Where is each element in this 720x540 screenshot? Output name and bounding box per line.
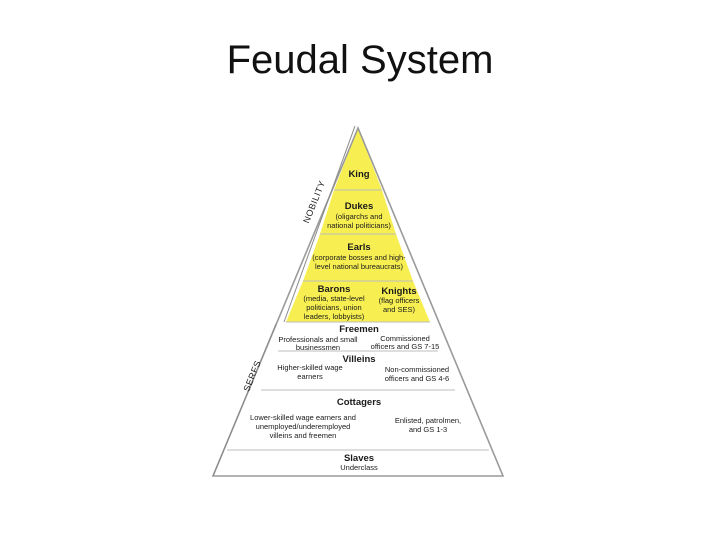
cottagers-left-3: villeins and freemen — [270, 431, 337, 440]
barons-desc-3: leaders, lobbyists) — [304, 312, 365, 321]
freemen-left-2: businessmen — [296, 343, 340, 352]
earls-band — [303, 234, 413, 281]
cottagers-band — [227, 390, 489, 450]
dukes-label: Dukes — [345, 201, 374, 212]
earls-label: Earls — [347, 242, 370, 253]
barons-label: Barons — [318, 284, 351, 295]
earls-desc-1: (corporate bosses and high- — [312, 253, 406, 262]
pyramid-outline — [211, 125, 505, 477]
side-brackets — [212, 125, 356, 477]
dukes-band — [320, 190, 396, 234]
villeins-left-2: earners — [297, 372, 323, 381]
villeins-right-2: officers and GS 4-6 — [385, 374, 449, 383]
king-label: King — [348, 169, 369, 180]
knights-label: Knights — [381, 286, 416, 297]
villeins-band — [261, 351, 455, 390]
king-band — [334, 128, 382, 190]
villeins-label: Villeins — [342, 354, 375, 365]
freemen-left-1: Professionals and small — [278, 335, 358, 344]
nobility-label: NOBILITY — [301, 179, 327, 224]
freemen-right-2: officers and GS 7-15 — [371, 342, 440, 351]
pyramid-dividers — [227, 189, 489, 451]
cottagers-label: Cottagers — [337, 397, 381, 408]
villeins-left-1: Higher-skilled wage — [277, 363, 342, 372]
earls-desc-2: level national bureaucrats) — [315, 262, 403, 271]
freemen-label: Freemen — [339, 324, 379, 335]
villeins-right-1: Non-commissioned — [385, 365, 449, 374]
cottagers-right-2: and GS 1-3 — [409, 425, 447, 434]
barons-desc-2: politicians, union — [306, 303, 361, 312]
knights-desc-2: and SES) — [383, 305, 416, 314]
serfs-label: SERFS — [241, 359, 262, 393]
nobility-bands — [286, 128, 430, 322]
dukes-desc-2: national politicians) — [327, 221, 391, 230]
slaves-band — [213, 450, 503, 476]
slide-title: Feudal System — [226, 38, 494, 82]
freemen-right-1: Commissioned — [380, 334, 430, 343]
cottagers-left-2: unemployed/underemployed — [256, 422, 351, 431]
dukes-desc-1: (oligarchs and — [335, 212, 382, 221]
barons-desc-1: (media, state-level — [303, 294, 365, 303]
cottagers-left-1: Lower-skilled wage earners and — [250, 413, 356, 422]
slaves-label: Slaves — [344, 453, 374, 464]
barons-knights-band — [286, 281, 430, 322]
knights-desc-1: (flag officers — [379, 296, 420, 305]
commoner-bands — [213, 322, 503, 476]
freemen-band — [278, 322, 438, 351]
cottagers-right-1: Enlisted, patrolmen, — [395, 416, 461, 425]
slaves-desc: Underclass — [340, 463, 378, 472]
